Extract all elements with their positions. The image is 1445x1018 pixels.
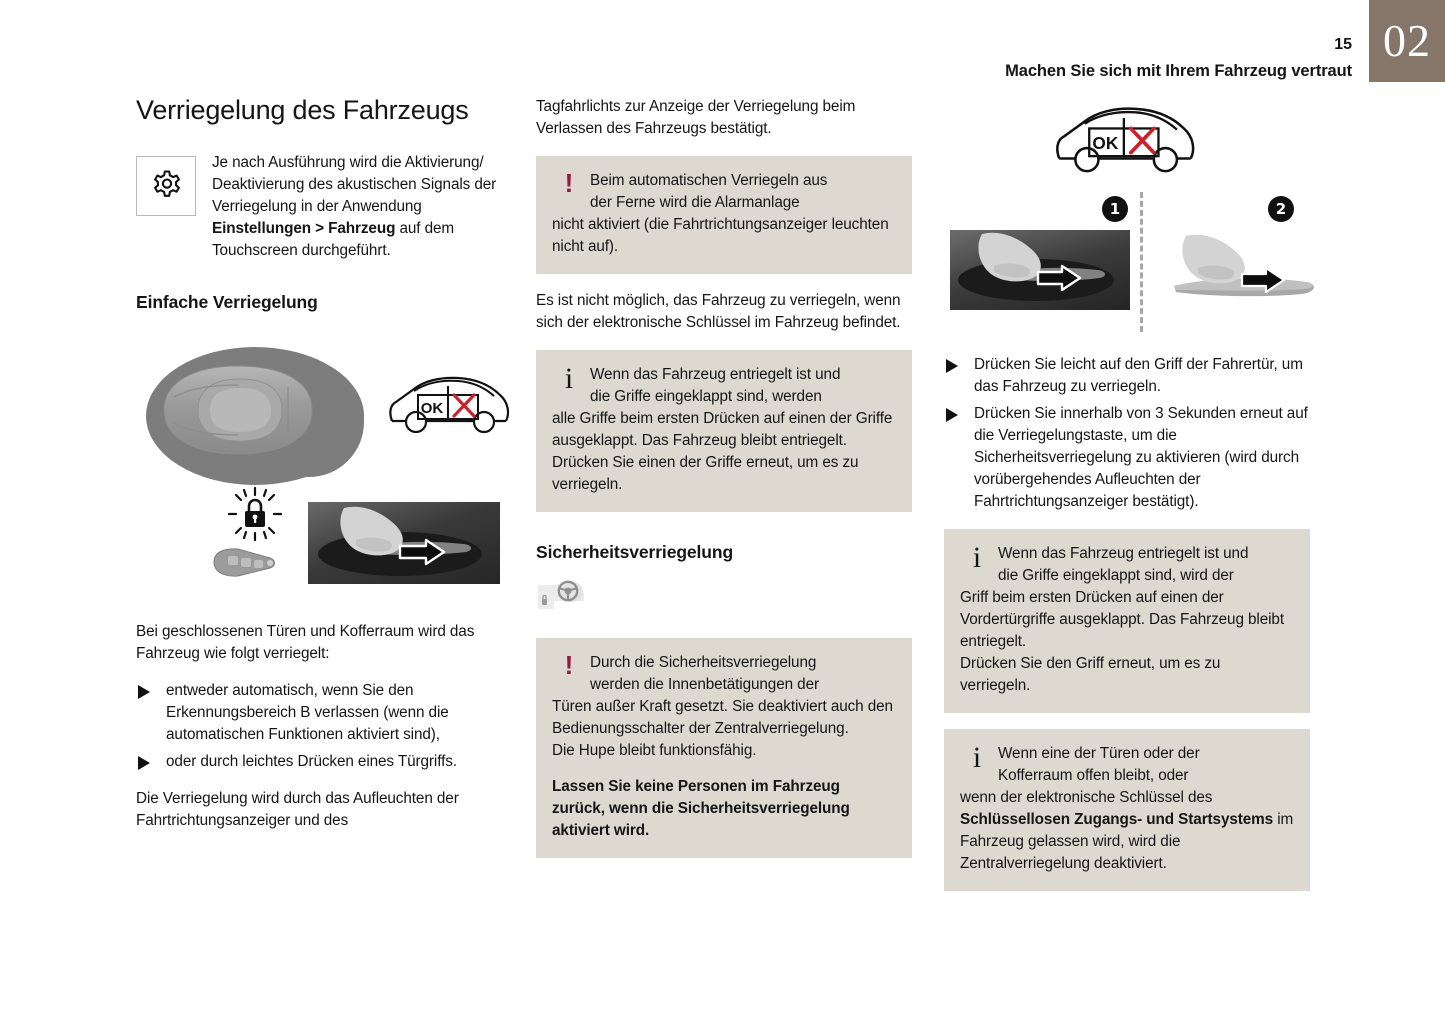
info3-rest-2: Drücken Sie den Griff erneut, um es zu v… <box>960 655 1221 695</box>
warning2-line-1: Durch die Sicherheitsverriegelung <box>590 654 817 672</box>
warning-callout-remote-locking: ! Beim automatischen Verriegeln aus der … <box>536 156 912 275</box>
step-2-photo <box>1156 230 1336 310</box>
gear-icon <box>154 170 180 197</box>
info-icon: i <box>972 741 982 775</box>
warning2-rest-2: Die Hupe bleibt funktionsfähig. <box>552 742 757 760</box>
info-rest-2: Drücken Sie einen der Griffe erneut, um … <box>552 454 859 494</box>
list-item-label: Drücken Sie leicht auf den Griff der Fah… <box>974 356 1303 396</box>
info-line-2: die Griffe eingeklappt sind, werden <box>590 388 822 406</box>
figure-locking-steps: 1 2 <box>944 192 1336 332</box>
hand-on-handle-drawing <box>318 506 482 576</box>
list-item: oder durch leichtes Drücken eines Türgri… <box>136 751 504 773</box>
page-number: 15 <box>1334 36 1352 53</box>
warning-line-1: Beim automatischen Verriegeln aus <box>590 172 828 190</box>
col3-bullet-list: Drücken Sie leicht auf den Griff der Fah… <box>944 354 1310 513</box>
door-handle-hand-photo <box>308 501 500 584</box>
info4-rest: wenn der elektronische Schlüssel des Sch… <box>960 787 1294 875</box>
warning2-bold: Lassen Sie keine Personen im Fahrzeug zu… <box>552 778 850 840</box>
info4-rest-before: wenn der elektronische Schlüssel des <box>960 789 1213 807</box>
car-ok-label: OK <box>421 400 444 417</box>
col2-paragraph-2: Es ist nicht möglich, das Fahrzeug zu ve… <box>536 292 901 332</box>
car-side-view-ok-cross-illustration-3: OK <box>1056 107 1195 173</box>
step-1-photo <box>950 230 1130 310</box>
lock-flash-icon <box>228 486 282 541</box>
warning-icon: ! <box>564 168 574 199</box>
gear-icon-box <box>136 155 196 216</box>
step-divider <box>1140 192 1143 332</box>
list-item: Drücken Sie leicht auf den Griff der Fah… <box>944 354 1310 398</box>
triangle-bullet-icon <box>138 684 150 699</box>
settings-note: Je nach Ausführung wird die Aktivierung/… <box>136 152 504 262</box>
col1-paragraph-2: Die Verriegelung wird durch das Aufleuch… <box>136 789 459 829</box>
settings-note-bold: Einstellungen > Fahrzeug <box>212 219 396 237</box>
info-icon: i <box>564 362 574 396</box>
warning2-line-2: werden die Innenbetätigungen der <box>590 676 819 694</box>
column-3: OK 1 2 <box>944 96 1336 907</box>
col1-paragraph-1: Bei geschlossenen Türen und Kofferraum w… <box>136 622 475 662</box>
step-badge-2: 2 <box>1268 196 1294 222</box>
warning-callout-security-locking: ! Durch die Sicherheitsverriegelung werd… <box>536 638 912 859</box>
car-cross-mark-3 <box>1128 126 1156 155</box>
info3-rest: Griff beim ersten Drücken auf einen der … <box>960 589 1284 651</box>
car-ok-label-3: OK <box>1092 133 1118 153</box>
info4-rest-after: im Fahrzeug gelassen wird, wird die Zent… <box>960 811 1294 873</box>
info4-line-1: Wenn eine der Türen oder der <box>998 745 1200 763</box>
section-heading-einfache-verriegelung: Einfache Verriegelung <box>136 291 318 312</box>
warning-line-2: der Ferne wird die Alarmanlage <box>590 194 800 212</box>
list-item: entweder automatisch, wenn Sie den Erken… <box>136 680 504 746</box>
warning-icon: ! <box>564 650 574 681</box>
steering-wheel-lock-icon <box>538 580 584 610</box>
triangle-bullet-icon <box>138 755 150 770</box>
column-1: Verriegelung des Fahrzeugs Je nach Ausfü… <box>136 95 510 832</box>
triangle-bullet-icon <box>946 408 958 423</box>
header-title: Machen Sie sich mit Ihrem Fahrzeug vertr… <box>1005 62 1352 80</box>
car-side-view-ok-cross-illustration: OK <box>389 376 510 433</box>
car-cross-mark <box>452 393 476 418</box>
figure-simple-locking: OK <box>136 327 510 597</box>
info4-line-2: Kofferraum offen bleibt, oder <box>998 767 1189 785</box>
list-item-label: oder durch leichtes Drücken eines Türgri… <box>166 752 457 770</box>
info-icon: i <box>972 541 982 575</box>
chapter-tab: 02 <box>1369 0 1445 82</box>
info-rest: alle Griffe beim ersten Drücken auf eine… <box>552 410 893 450</box>
info-callout-doors-open: i Wenn eine der Türen oder der Kofferrau… <box>944 729 1310 892</box>
list-item: Drücken Sie innerhalb von 3 Sekunden ern… <box>944 403 1310 513</box>
hand-on-handle-drawing-2 <box>1174 234 1314 297</box>
info-callout-handles: i Wenn das Fahrzeug entriegelt ist und d… <box>536 350 912 513</box>
warning2-rest: Türen außer Kraft gesetzt. Sie deaktivie… <box>552 698 893 738</box>
warning-rest: nicht aktiviert (die Fahrtrichtungsanzei… <box>552 216 889 256</box>
key-fob-illustration <box>213 548 275 577</box>
settings-note-text: Je nach Ausführung wird die Aktivierung/… <box>212 152 504 262</box>
page-title: Verriegelung des Fahrzeugs <box>136 95 469 125</box>
info3-line-2: die Griffe eingeklappt sind, wird der <box>998 567 1234 585</box>
settings-note-text-after: auf dem Touchscreen durchgeführt. <box>212 219 455 259</box>
info3-line-1: Wenn das Fahrzeug entriegelt ist und <box>998 545 1249 563</box>
triangle-bullet-icon <box>946 359 958 373</box>
list-item-label: Drücken Sie innerhalb von 3 Sekunden ern… <box>974 405 1308 511</box>
step-badge-1: 1 <box>1102 196 1128 222</box>
col2-paragraph-1: Tagfahrlichts zur Anzeige der Verriegelu… <box>536 98 856 138</box>
column-2: Tagfahrlichts zur Anzeige der Verriegelu… <box>536 96 912 874</box>
hand-on-handle-drawing-1 <box>958 232 1114 301</box>
info-callout-front-handles: i Wenn das Fahrzeug entriegelt ist und d… <box>944 529 1310 714</box>
figure-car-side-view-3: OK <box>944 98 1310 186</box>
list-item-label: entweder automatisch, wenn Sie den Erken… <box>166 681 449 743</box>
col1-bullet-list: entweder automatisch, wenn Sie den Erken… <box>136 680 504 773</box>
info-line-1: Wenn das Fahrzeug entriegelt ist und <box>590 366 841 384</box>
settings-note-text-before: Je nach Ausführung wird die Aktivierung/… <box>212 153 497 215</box>
info4-bold: Schlüssellosen Zugangs- und Startsystems <box>960 811 1274 829</box>
section-heading-sicherheitsverriegelung: Sicherheitsverriegelung <box>536 542 734 563</box>
car-top-view-illustration <box>163 365 313 455</box>
